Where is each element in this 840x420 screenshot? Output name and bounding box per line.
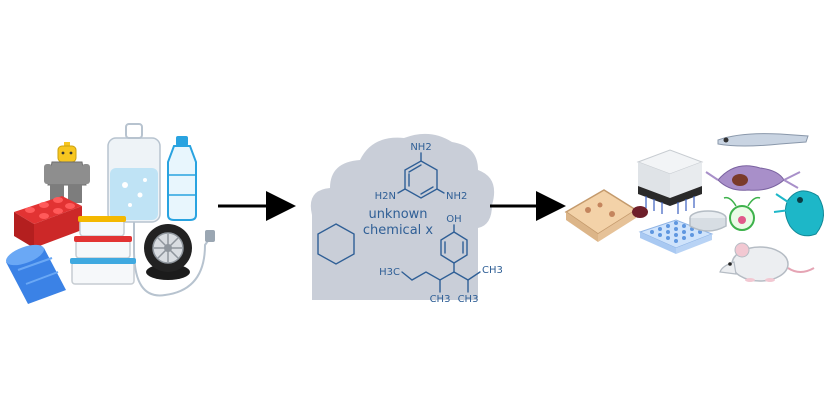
test-systems-group <box>564 133 824 282</box>
alkylphenol-hydroxyl: OH <box>446 214 461 225</box>
alkylphenol-methyl-left: H3C <box>379 267 400 278</box>
plastic-products-group <box>6 123 215 304</box>
alkylphenol-methyl-bottom-left: CH3 <box>430 294 451 305</box>
cell-flask-icon <box>564 189 648 242</box>
cloud-label-line1: unknown <box>368 207 427 222</box>
alkylphenol-structure: OH H3C CH3 CH3 CH3 <box>379 214 503 305</box>
food-container-icon <box>70 216 136 285</box>
zebrafish-icon <box>717 133 809 147</box>
toy-brick-icon <box>14 196 82 248</box>
plastic-roll-icon <box>6 244 66 304</box>
melamine-structure: NH2 H2N NH2 <box>375 142 468 202</box>
melamine-top-amine: NH2 <box>410 142 431 153</box>
cyclohexane-structure <box>317 223 355 265</box>
toy-figure-icon <box>44 142 90 203</box>
chemical-cloud <box>310 133 495 300</box>
chip-sensor-icon <box>636 149 704 214</box>
daphnia-icon <box>773 190 824 237</box>
mouse-icon <box>719 242 815 282</box>
iv-bag-icon <box>107 123 215 297</box>
petri-dish-icon <box>689 210 727 232</box>
tire-icon <box>144 224 192 280</box>
alkylphenol-methyl-bottom-right: CH3 <box>458 294 479 305</box>
melamine-left-amine: H2N <box>375 191 396 202</box>
alkylphenol-methyl-right: CH3 <box>482 265 503 276</box>
algae-cell-icon <box>723 196 761 231</box>
melamine-right-amine: NH2 <box>446 191 467 202</box>
cell-icon <box>705 165 801 191</box>
water-bottle-icon <box>167 136 197 221</box>
cloud-label-line2: chemical x <box>363 223 434 238</box>
